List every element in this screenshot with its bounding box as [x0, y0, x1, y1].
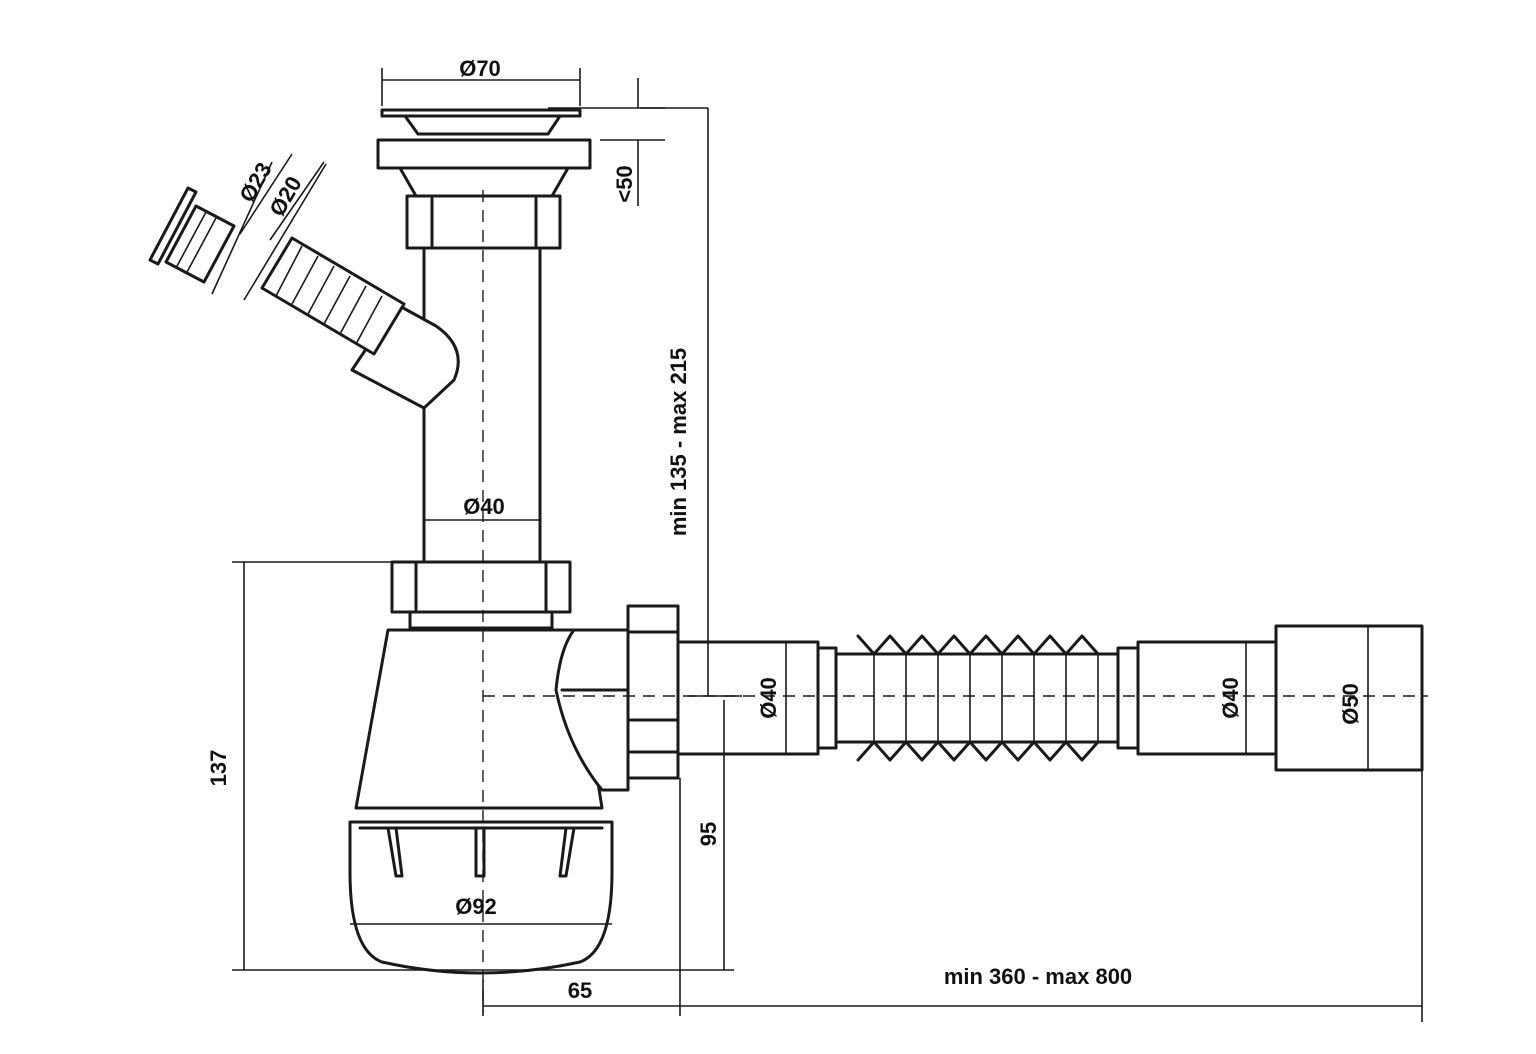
label-w65: 65: [568, 978, 592, 1003]
label-d92: Ø92: [455, 894, 497, 919]
outlet-nut: [626, 604, 680, 780]
bottom-bowl: [348, 820, 614, 975]
drain-strainer: [376, 108, 592, 198]
overflow-branch: [260, 236, 460, 410]
label-lt50: <50: [612, 165, 637, 202]
bottle-body: [354, 628, 630, 810]
label-height-range: min 135 - max 215: [666, 348, 691, 536]
outlet-pipe: [676, 640, 838, 756]
end-hose: [1116, 640, 1278, 756]
corrugated-hose: [834, 634, 1120, 762]
overflow-plug: [148, 186, 236, 284]
label-h95: 95: [696, 822, 721, 846]
dimension-lines: [211, 68, 1423, 1022]
label-d40-outlet: Ø40: [756, 677, 781, 719]
label-d40-pipe: Ø40: [463, 494, 505, 519]
center-axes: [482, 190, 1428, 1012]
label-d50: Ø50: [1338, 683, 1363, 725]
label-h137: 137: [206, 750, 231, 787]
label-length-range: min 360 - max 800: [944, 964, 1132, 989]
lower-nut: [390, 560, 572, 630]
label-d40-hose: Ø40: [1218, 677, 1243, 719]
label-d70: Ø70: [459, 56, 501, 81]
